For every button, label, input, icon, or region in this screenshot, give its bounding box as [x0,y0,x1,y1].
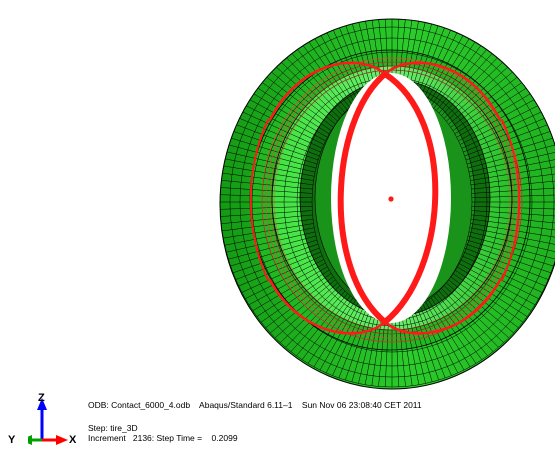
z-axis-label: Z [38,392,45,404]
odb-info-line: ODB: Contact_6000_4.odb Abaqus/Standard … [88,400,422,410]
reference-point [388,196,393,201]
increment-info-line: Increment 2136: Step Time = 0.2099 [88,433,238,443]
step-info-line: Step: tire_3D [88,423,138,433]
y-axis-label: Y [8,434,15,446]
x-axis-label: X [69,434,76,446]
